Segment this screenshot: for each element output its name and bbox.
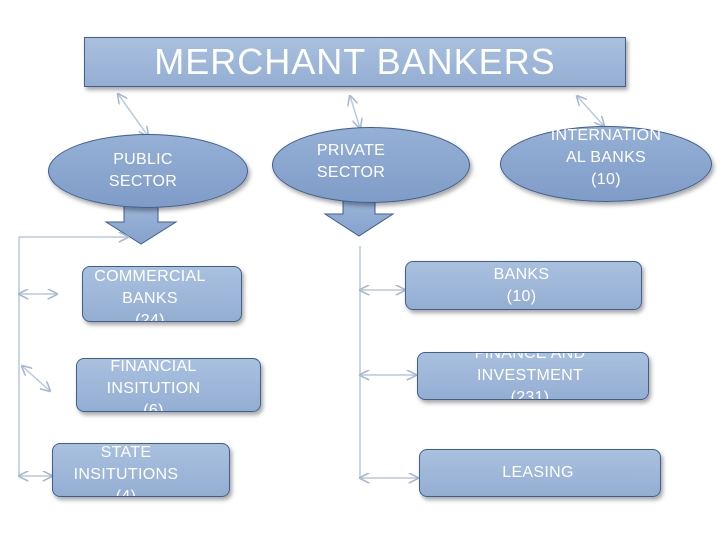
international-banks-label: INTERNATION AL BANKS (10) <box>550 127 662 188</box>
commercial-banks-label: COMMERCIAL BANKS (24) <box>94 268 206 322</box>
international-banks-node: INTERNATION AL BANKS (10) <box>500 126 712 202</box>
state-institutions-label: STATE INSITUTIONS (4) <box>73 444 179 497</box>
connector-public-item-2 <box>22 366 50 391</box>
commercial-banks-box: COMMERCIAL BANKS (24) <box>82 266 242 322</box>
public-sector-label: PUBLIC SECTOR <box>108 151 178 190</box>
diagram-title: MERCHANT BANKERS <box>154 41 556 82</box>
private-banks-box: BANKS (10) <box>405 261 642 310</box>
public-sector-node: PUBLIC SECTOR <box>48 134 248 208</box>
connector-title-international <box>577 96 604 126</box>
finance-investment-label: FINANCE AND INVESTMENT (231) <box>474 352 586 400</box>
private-down-arrow <box>323 199 395 237</box>
connector-title-public <box>118 94 148 136</box>
connector-title-private <box>350 96 360 128</box>
title-box: MERCHANT BANKERS <box>84 37 626 87</box>
financial-institution-box: FINANCIAL INSITUTION (6) <box>76 358 261 412</box>
leasing-box: LEASING <box>419 449 661 497</box>
financial-institution-label: FINANCIAL INSITUTION (6) <box>106 358 201 412</box>
finance-investment-box: FINANCE AND INVESTMENT (231) <box>417 352 649 400</box>
private-sector-label: PRIVATE SECTOR <box>316 142 386 181</box>
state-institutions-box: STATE INSITUTIONS (4) <box>52 443 230 497</box>
public-down-arrow <box>104 205 178 245</box>
private-banks-label: BANKS (10) <box>493 265 550 305</box>
private-sector-node: PRIVATE SECTOR <box>272 127 470 203</box>
leasing-label: LEASING <box>502 464 574 481</box>
